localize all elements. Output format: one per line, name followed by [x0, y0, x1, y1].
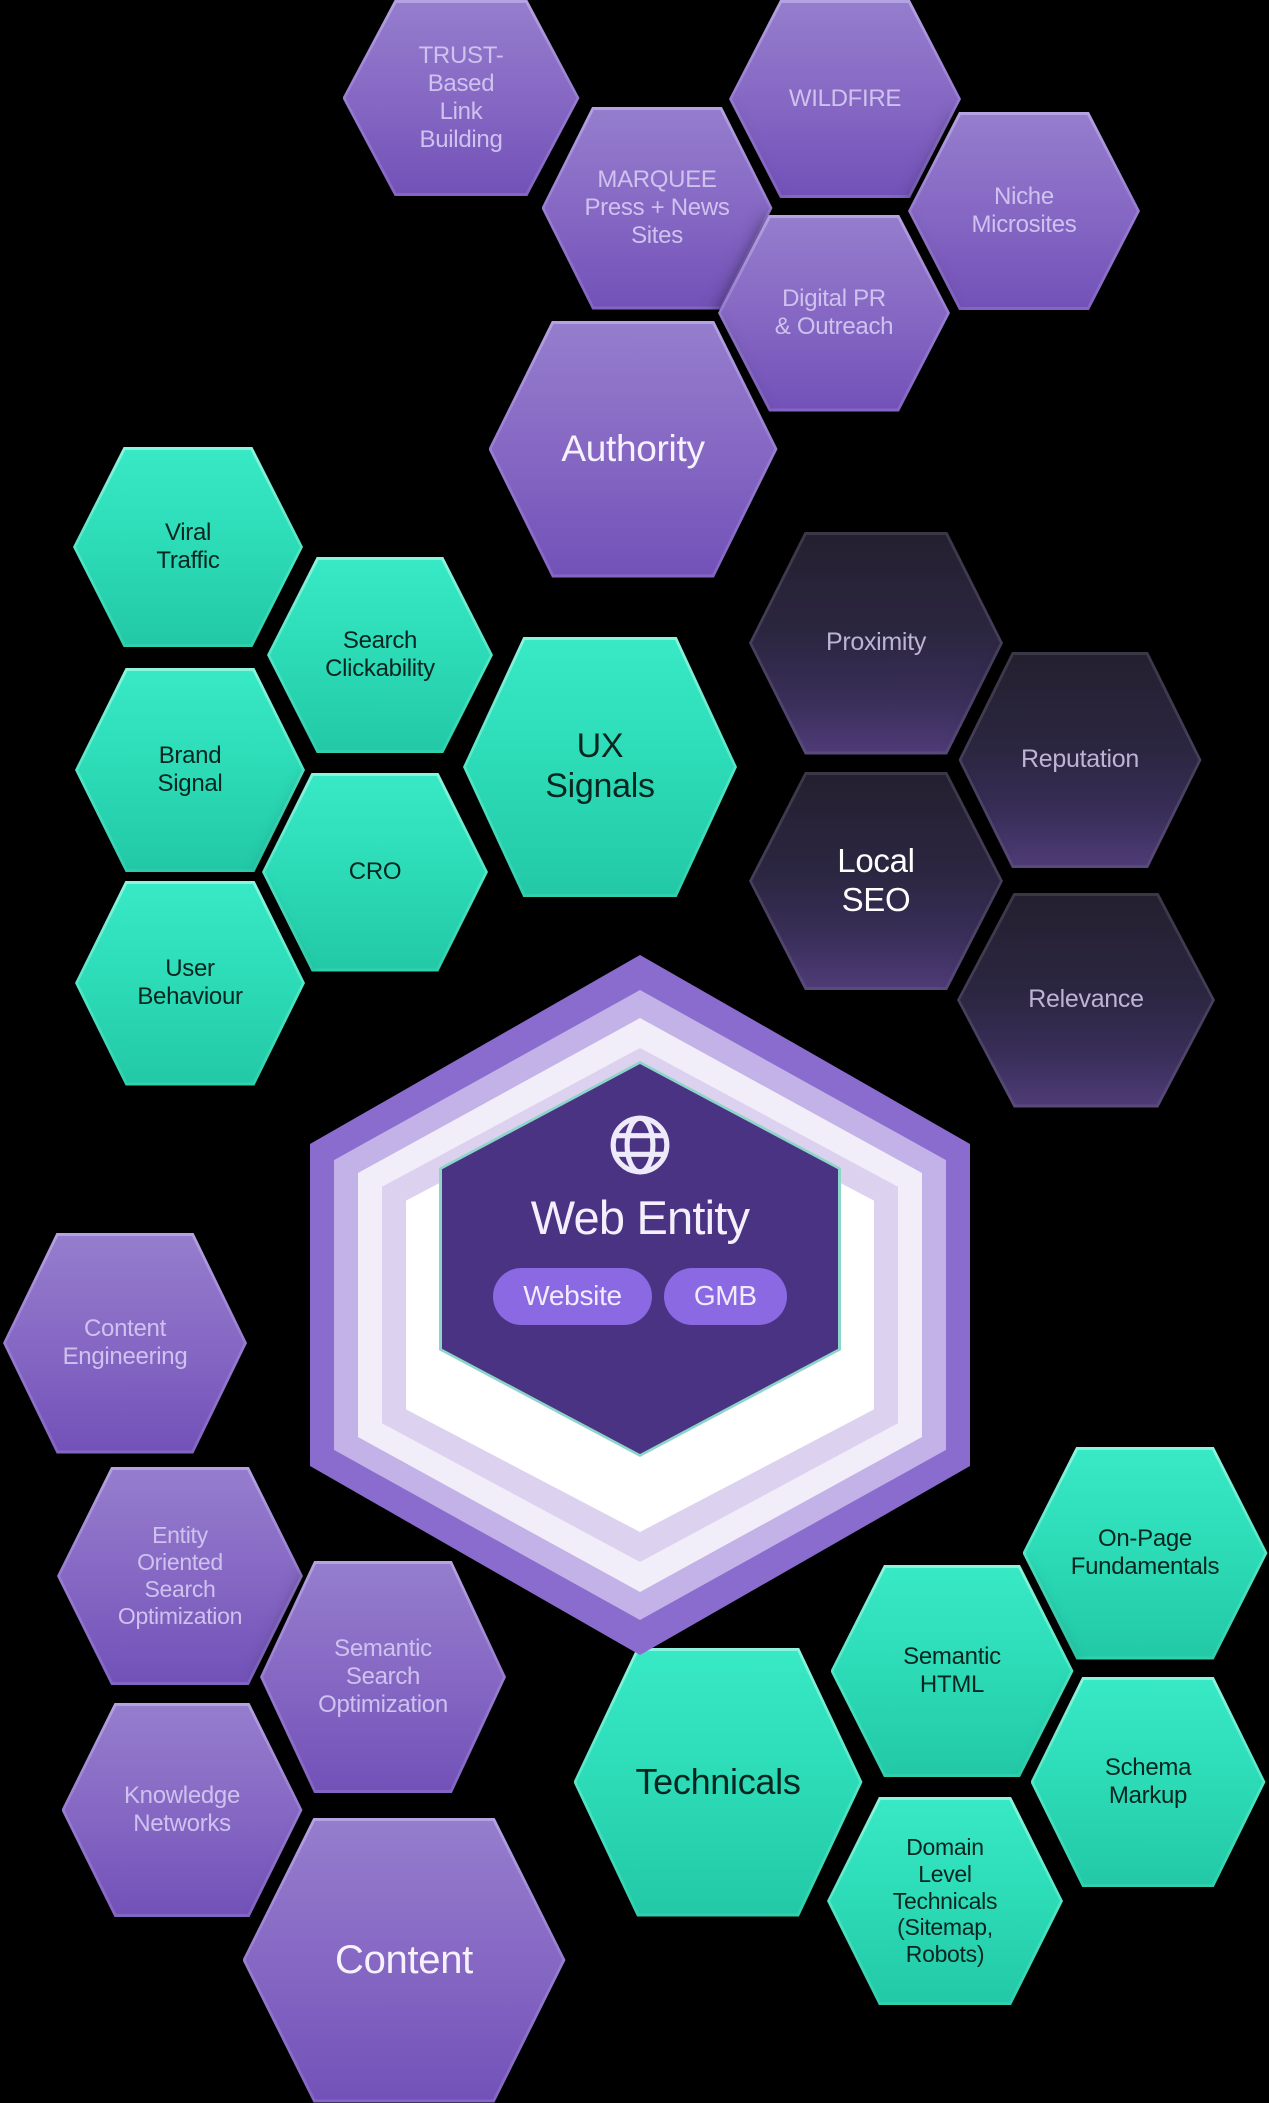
- hexagon-fill: [78, 671, 302, 869]
- hexagon-fill: [345, 3, 577, 193]
- hexagon-label: Entity Oriented Search Optimization: [117, 1522, 243, 1629]
- hexagon-label: Semantic Search Optimization: [318, 1634, 448, 1719]
- hexagon-authority: Authority: [488, 320, 778, 578]
- website-pill: Website: [493, 1267, 652, 1325]
- hexagon-viral-traffic: Viral Traffic: [73, 447, 303, 647]
- hexagon-semantic-search-optimization: Semantic Search Optimization: [260, 1561, 506, 1793]
- hexagon-relevance: Relevance: [957, 892, 1215, 1108]
- hexagon-fill: [270, 560, 490, 750]
- hexagon-user-behaviour: User Behaviour: [75, 880, 305, 1086]
- hexagon-label: Viral Traffic: [156, 518, 220, 574]
- hexagon-technicals: Technicals: [573, 1647, 863, 1917]
- hexagon-label: CRO: [348, 857, 402, 885]
- hexagon-fill: [721, 217, 947, 409]
- hexagon-reputation: Reputation: [958, 652, 1202, 868]
- globe-icon: [610, 1115, 670, 1175]
- hexagon-label: Relevance: [1028, 985, 1144, 1014]
- hexagon-search-clickability: Search Clickability: [267, 557, 493, 753]
- hexagon-label: Proximity: [825, 628, 927, 657]
- hexagon-fill: [732, 3, 958, 195]
- hexagon-label: Niche Microsites: [971, 182, 1077, 238]
- hexagon-local-seo: Local SEO: [749, 772, 1003, 990]
- hexagon-label: User Behaviour: [137, 954, 243, 1010]
- hexagon-schema-markup: Schema Markup: [1030, 1677, 1266, 1887]
- hexagon-wildfire: WILDFIRE: [729, 0, 961, 198]
- hexagon-label: Schema Markup: [1104, 1753, 1192, 1809]
- hexagon-entity-oriented-search-optimization: Entity Oriented Search Optimization: [57, 1467, 303, 1685]
- hexagon-label: Authority: [561, 428, 705, 470]
- hexagon-label: Domain Level Technicals (Sitemap, Robots…: [892, 1833, 998, 1968]
- hexagon-label: WILDFIRE: [788, 84, 902, 112]
- web-entity-tags: Website GMB: [493, 1267, 787, 1325]
- hexagon-label: Brand Signal: [157, 741, 223, 797]
- hexagon-fill: [1025, 1449, 1265, 1657]
- hexagon-label: Local SEO: [837, 842, 915, 918]
- hexagon-fill: [960, 895, 1212, 1105]
- hexagon-label: TRUST- Based Link Building: [418, 41, 504, 154]
- hexagon-label: MARQUEE Press + News Sites: [584, 165, 730, 250]
- web-entity-rings: Web Entity Website GMB: [310, 955, 970, 1655]
- hexagon-fill: [466, 640, 734, 894]
- hexagon-label: UX Signals: [545, 727, 655, 805]
- hexagon-domain-level-technicals: Domain Level Technicals (Sitemap, Robots…: [827, 1797, 1063, 2005]
- web-entity-title: Web Entity: [530, 1191, 750, 1244]
- hexagon-fill: [1033, 1680, 1263, 1884]
- hexagon-on-page-fundamentals: On-Page Fundamentals: [1022, 1446, 1268, 1660]
- hexagon-label: On-Page Fundamentals: [1070, 1524, 1220, 1580]
- hexagon-trust-based-link-building: TRUST- Based Link Building: [342, 0, 580, 196]
- hexagon-fill: [961, 655, 1199, 865]
- hexagon-label: Knowledge Networks: [123, 1781, 241, 1837]
- hexagon-fill: [64, 1706, 300, 1914]
- hexagon-semantic-html: Semantic HTML: [830, 1565, 1074, 1777]
- hexagon-knowledge-networks: Knowledge Networks: [61, 1703, 303, 1917]
- hexagon-fill: [911, 115, 1137, 307]
- hexagon-label: Search Clickability: [325, 626, 435, 682]
- hexagon-label: Digital PR & Outreach: [774, 284, 894, 340]
- hexagon-cro: CRO: [262, 772, 488, 972]
- hexagon-fill: [833, 1568, 1071, 1774]
- hexagon-niche-microsites: Niche Microsites: [908, 112, 1140, 310]
- hexagon-fill: [752, 534, 1000, 752]
- hexagon-fill: [752, 775, 1000, 987]
- hexagon-content-engineering: Content Engineering: [3, 1232, 247, 1454]
- hexagon-fill: [491, 323, 775, 575]
- hexagon-fill: [265, 775, 485, 969]
- hexagon-fill: [830, 1800, 1060, 2002]
- hexagon-label: Reputation: [1021, 745, 1139, 774]
- hexagon-fill: [544, 109, 770, 307]
- hexagon-label: Content: [335, 1937, 473, 1982]
- hexagon-brand-signal: Brand Signal: [75, 668, 305, 872]
- hexagon-marquee-press-news-sites: MARQUEE Press + News Sites: [541, 106, 773, 310]
- hexagon-proximity: Proximity: [749, 531, 1003, 755]
- hexagon-label: Content Engineering: [62, 1314, 188, 1370]
- hexagon-fill: [576, 1650, 860, 1914]
- hexagon-label: Semantic HTML: [903, 1642, 1001, 1698]
- gmb-pill: GMB: [663, 1267, 787, 1325]
- hexagon-digital-pr-outreach: Digital PR & Outreach: [718, 214, 950, 412]
- hexagon-fill: [76, 450, 300, 644]
- hexagon-fill: [6, 1235, 244, 1451]
- hexagon-label: Technicals: [635, 1760, 801, 1802]
- hexagon-content: Content: [242, 1817, 566, 2103]
- hexagon-fill: [60, 1470, 300, 1682]
- hexagon-fill: [263, 1564, 503, 1790]
- hexagon-ux-signals: UX Signals: [463, 637, 737, 897]
- hexagon-fill: [245, 1820, 563, 2100]
- hexagon-fill: [78, 883, 302, 1083]
